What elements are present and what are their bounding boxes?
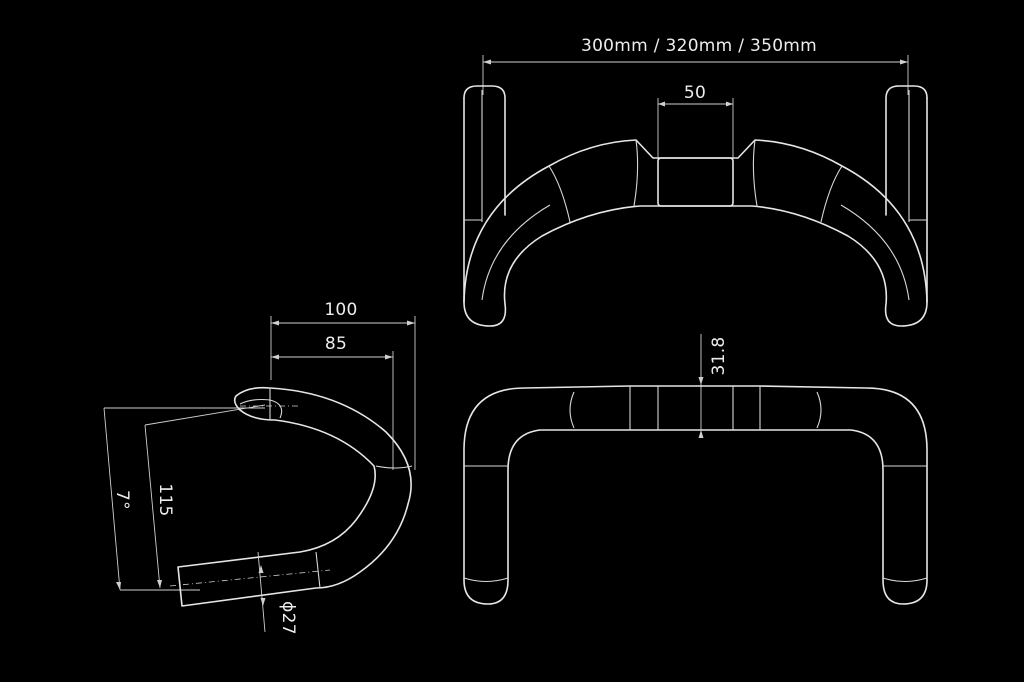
reach-85-dimension: 85	[271, 334, 394, 470]
clamp-dimension: 31.8	[698, 334, 729, 438]
end-diameter-label: ϕ27	[278, 601, 298, 635]
side-view: 100 85 115 7°	[103, 300, 416, 635]
right-drop-end	[885, 85, 928, 216]
drop-dimension: 115 7°	[103, 404, 266, 591]
center-width-dimension: 50	[657, 83, 734, 160]
width-dimension: 300mm / 320mm / 350mm	[482, 36, 909, 95]
reach-inner-label: 85	[325, 334, 347, 354]
end-diameter-dimension: ϕ27	[257, 551, 298, 635]
width-options-label: 300mm / 320mm / 350mm	[581, 36, 817, 56]
top-bar-body	[463, 385, 928, 605]
reach-100-dimension: 100	[270, 300, 416, 470]
front-bar-body	[463, 139, 928, 327]
side-bar-hook	[177, 386, 412, 607]
top-view: 31.8	[463, 334, 928, 605]
left-drop-end	[463, 85, 506, 216]
drop-label: 115	[155, 483, 175, 516]
center-width-label: 50	[684, 83, 706, 103]
front-view: 300mm / 320mm / 350mm 50	[463, 36, 928, 327]
front-clamp-area	[657, 157, 734, 207]
flare-angle-label: 7°	[112, 490, 132, 510]
clamp-diameter-label: 31.8	[709, 336, 729, 375]
reach-outer-label: 100	[324, 300, 357, 320]
